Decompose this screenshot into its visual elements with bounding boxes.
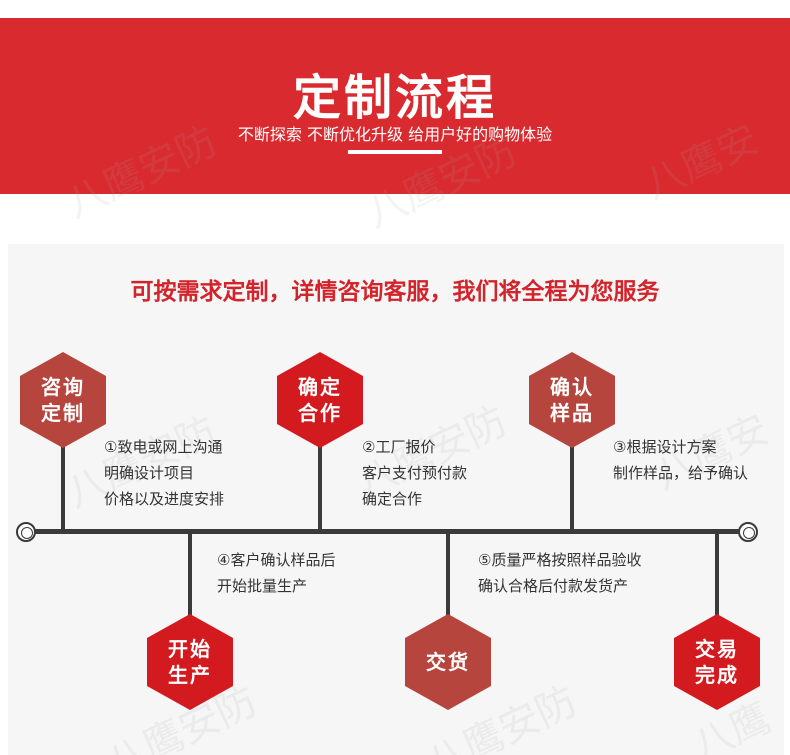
step-4-description: ④客户确认样品后 开始批量生产 bbox=[217, 547, 335, 599]
step-2-label: 确定合作 bbox=[298, 375, 342, 425]
step-1-line: 明确设计项目 bbox=[104, 464, 195, 482]
title-underline bbox=[348, 150, 442, 154]
timeline-stem bbox=[318, 440, 322, 532]
step-5-description: ⑤质量严格按照样品验收 确认合格后付款发货产 bbox=[478, 547, 641, 599]
step-2-line: 确定合作 bbox=[362, 490, 423, 508]
step-2-description: ②工厂报价 客户支付预付款 确定合作 bbox=[362, 434, 467, 512]
step-2-line: ②工厂报价 bbox=[362, 438, 436, 456]
step-2-hexagon: 确定合作 bbox=[277, 352, 363, 448]
step-2-line: 客户支付预付款 bbox=[362, 464, 468, 482]
step-5-line: 确认合格后付款发货产 bbox=[478, 577, 629, 595]
timeline-bar bbox=[24, 529, 748, 534]
timeline-stem bbox=[188, 531, 192, 623]
step-3-description: ③根据设计方案 制作样品，给予确认 bbox=[613, 434, 748, 486]
step-6-label: 交易完成 bbox=[695, 637, 739, 687]
process-panel bbox=[8, 244, 784, 755]
timeline-stem bbox=[570, 440, 574, 532]
timeline-stem bbox=[446, 531, 450, 623]
step-5-label: 交货 bbox=[426, 650, 470, 674]
page-title: 定制流程 bbox=[292, 70, 497, 126]
step-5-hexagon: 交货 bbox=[405, 614, 491, 710]
step-4-line: 开始批量生产 bbox=[217, 577, 308, 595]
step-1-line: 价格以及进度安排 bbox=[104, 490, 225, 508]
timeline-start-icon bbox=[16, 522, 36, 542]
step-1-line: ①致电或网上沟通 bbox=[104, 438, 223, 456]
timeline-end-icon bbox=[738, 522, 758, 542]
step-4-label: 开始生产 bbox=[168, 637, 212, 687]
timeline-stem bbox=[61, 440, 65, 532]
page-subtitle: 不断探索 不断优化升级 给用户好的购物体验 bbox=[237, 125, 553, 144]
step-3-line: 制作样品，给予确认 bbox=[613, 464, 749, 482]
header-banner bbox=[0, 18, 790, 194]
step-4-line: ④客户确认样品后 bbox=[217, 551, 336, 569]
step-1-description: ①致电或网上沟通 明确设计项目 价格以及进度安排 bbox=[104, 434, 224, 512]
timeline-stem bbox=[715, 531, 719, 623]
step-5-line: ⑤质量严格按照样品验收 bbox=[478, 551, 642, 569]
step-1-label: 咨询定制 bbox=[41, 375, 85, 425]
step-3-line: ③根据设计方案 bbox=[613, 438, 717, 456]
step-3-label: 确认样品 bbox=[550, 375, 594, 425]
intro-heading: 可按需求定制，详情咨询客服，我们将全程为您服务 bbox=[130, 279, 660, 305]
